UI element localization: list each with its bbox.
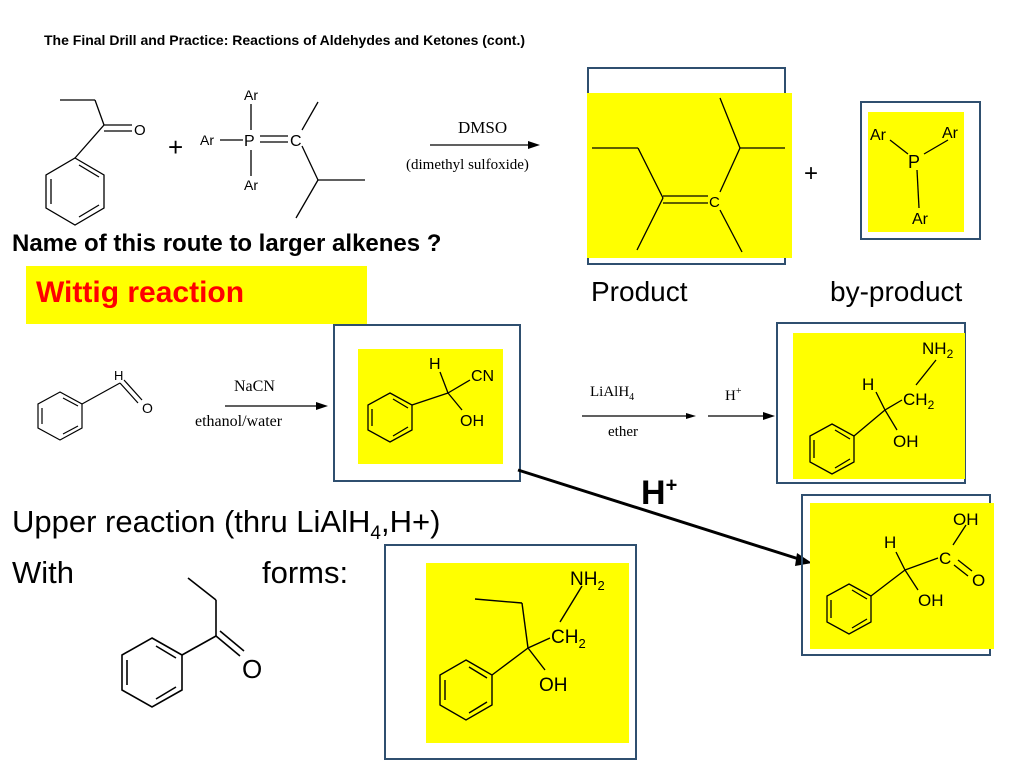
bottom-ch2-label: CH2	[551, 627, 586, 651]
dmso-label: DMSO	[458, 118, 508, 137]
acid-o-label: O	[972, 571, 985, 590]
acid-h-label: H	[884, 533, 896, 552]
cyanohydrin-frame	[333, 324, 521, 482]
plus-sign-1: +	[168, 132, 183, 162]
with-text: With	[12, 555, 74, 590]
forms-text: forms:	[262, 555, 349, 590]
lialh4-label: LiAlH4	[590, 384, 635, 403]
byproduct-ar-1: Ar	[870, 127, 887, 144]
byproduct-p-label: P	[908, 152, 920, 172]
hydroxy-acid-highlight	[810, 503, 994, 649]
ylide-ar-left: Ar	[200, 132, 214, 148]
amino-alcohol-frame	[776, 322, 966, 484]
acid-label: H+	[725, 386, 742, 404]
answer-text: Wittig reaction	[36, 276, 245, 309]
bottom-product-frame	[384, 544, 637, 760]
ylide-c-label: C	[290, 133, 302, 150]
byproduct-frame	[860, 101, 981, 240]
amino-alcohol-highlight	[793, 333, 965, 479]
hydrolysis-acid-label: H+	[641, 474, 678, 512]
bottom-nh2-label: NH2	[570, 569, 605, 593]
answer-highlight	[26, 266, 367, 324]
byproduct-ar-2: Ar	[942, 125, 959, 142]
product-c-label: C	[709, 194, 720, 211]
ethanol-water-label: ethanol/water	[195, 413, 283, 430]
bottom-oh-label: OH	[539, 675, 568, 696]
intermediate-h-label: H	[429, 356, 441, 373]
amine-h-label: H	[862, 375, 874, 394]
ylide-ar-bottom: Ar	[244, 177, 258, 193]
product-caption: Product	[591, 276, 688, 307]
intermediate-cn-label: CN	[471, 368, 494, 385]
byproduct-caption: by-product	[830, 276, 963, 307]
amine-nh2-label: NH2	[922, 339, 954, 361]
slide-title: The Final Drill and Practice: Reactions …	[44, 32, 526, 48]
ketone-o-label: O	[134, 122, 146, 139]
acid-oh-label: OH	[918, 591, 944, 610]
acid-c-label: C	[939, 549, 951, 568]
aldehyde-o-label: O	[142, 400, 153, 416]
ether-label: ether	[608, 424, 638, 440]
upper-reaction-text: Upper reaction (thru LiAlH4,H+)	[12, 504, 441, 545]
bottom-product-highlight	[426, 563, 629, 743]
byproduct-ar-3: Ar	[912, 211, 929, 228]
cyanohydrin-highlight	[358, 349, 503, 464]
product-highlight	[587, 93, 792, 258]
ylide-p-label: P	[244, 133, 255, 150]
intermediate-oh-label: OH	[460, 413, 484, 430]
nacn-label: NaCN	[234, 378, 275, 395]
bottom-ketone-o-label: O	[242, 654, 262, 684]
amine-oh-label: OH	[893, 432, 919, 451]
byproduct-highlight	[868, 112, 964, 232]
aldehyde-h-label: H	[114, 368, 123, 383]
question-text: Name of this route to larger alkenes ?	[12, 230, 442, 257]
amine-ch2-label: CH2	[903, 390, 935, 412]
acid-oh-top-label: OH	[953, 510, 979, 529]
plus-sign-2: +	[804, 160, 818, 187]
ylide-ar-top: Ar	[244, 87, 258, 103]
dimethyl-sulfoxide-label: (dimethyl sulfoxide)	[406, 157, 529, 173]
